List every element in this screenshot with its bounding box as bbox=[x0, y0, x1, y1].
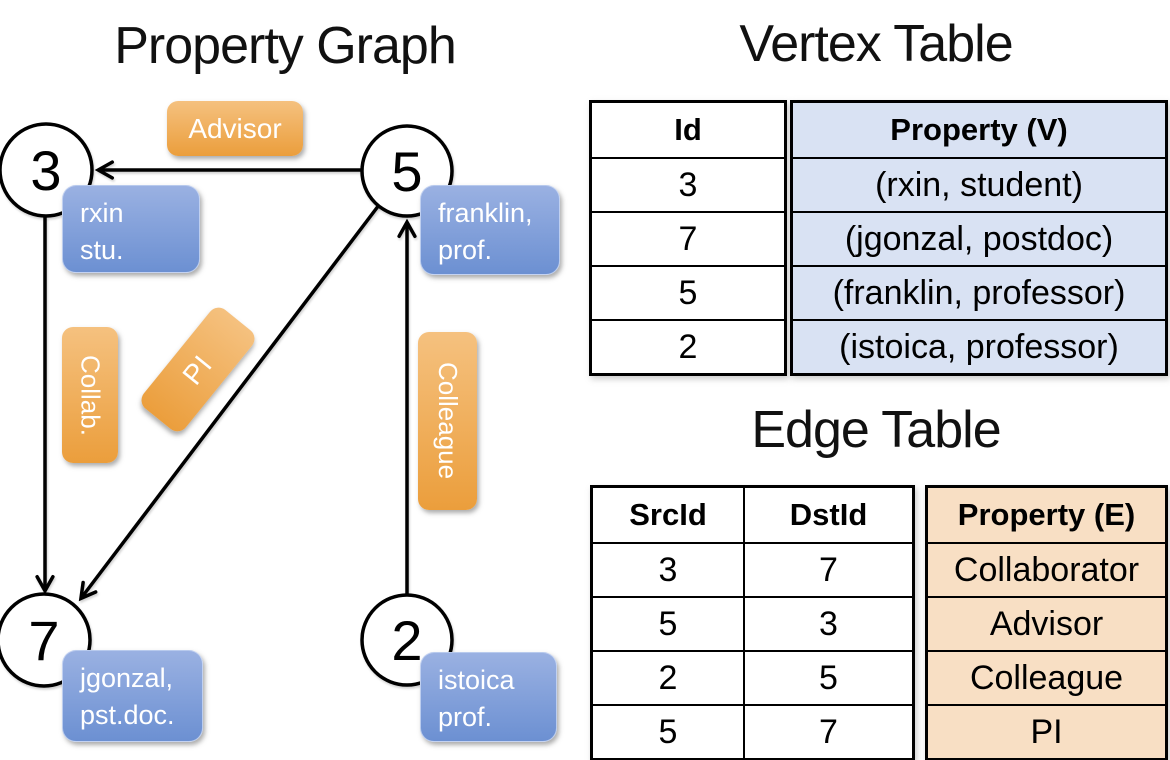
property-graph-title: Property Graph bbox=[114, 17, 457, 75]
table-cell: 3 bbox=[743, 596, 912, 650]
vertex-table-title: Vertex Table bbox=[739, 15, 1013, 73]
vertex-property-box-3: rxin stu. bbox=[62, 185, 200, 273]
table-cell: 5 bbox=[592, 265, 784, 319]
table-cell: 3 bbox=[593, 542, 743, 596]
table-cell: (istoica, professor) bbox=[793, 319, 1165, 373]
table-cell: Collaborator bbox=[928, 542, 1165, 596]
table-cell: Colleague bbox=[928, 650, 1165, 704]
edge-table-property-column: Property (E) Collaborator Advisor Collea… bbox=[925, 485, 1168, 760]
table-cell: 5 bbox=[593, 596, 743, 650]
edge-table-header-dstid: DstId bbox=[743, 488, 912, 542]
edge-arrow-pi-5-to-7 bbox=[78, 203, 381, 602]
table-cell: PI bbox=[928, 704, 1165, 758]
table-cell: 7 bbox=[592, 211, 784, 265]
table-cell: 3 bbox=[592, 157, 784, 211]
table-cell: (jgonzal, postdoc) bbox=[793, 211, 1165, 265]
vertex-id-7: 7 bbox=[28, 609, 59, 672]
table-cell: 5 bbox=[593, 704, 743, 758]
vertex-property-box-5: franklin, prof. bbox=[420, 185, 560, 275]
edge-table-header-srcid: SrcId bbox=[629, 497, 707, 532]
vertex-table-header-property: Property (V) bbox=[890, 112, 1068, 147]
table-cell: 5 bbox=[743, 650, 912, 704]
vertex-table-property-column: Property (V) (rxin, student) (jgonzal, p… bbox=[790, 100, 1168, 376]
table-cell: 2 bbox=[593, 650, 743, 704]
edge-table-src-dst-columns: SrcId DstId 3 7 5 3 2 5 5 7 bbox=[590, 485, 915, 760]
vertex-table-id-column: Id 3 7 5 2 bbox=[589, 100, 787, 376]
vertex-id-5: 5 bbox=[391, 140, 422, 203]
table-cell: 7 bbox=[743, 704, 912, 758]
vertex-property-box-2: istoica prof. bbox=[420, 652, 557, 742]
vertex-property-box-7: jgonzal, pst.doc. bbox=[62, 650, 203, 742]
edge-table-title: Edge Table bbox=[751, 401, 1001, 459]
edge-label-collab: Collab. bbox=[62, 327, 118, 463]
table-cell: 7 bbox=[743, 542, 912, 596]
vertex-table-header-id: Id bbox=[674, 112, 702, 147]
table-cell: Advisor bbox=[928, 596, 1165, 650]
table-cell: (rxin, student) bbox=[793, 157, 1165, 211]
edge-table-header-property: Property (E) bbox=[957, 497, 1136, 532]
vertex-id-2: 2 bbox=[391, 609, 422, 672]
edge-label-pi-text: PI bbox=[176, 348, 219, 391]
table-cell: 2 bbox=[592, 319, 784, 373]
table-cell: (franklin, professor) bbox=[793, 265, 1165, 319]
edge-label-advisor: Advisor bbox=[167, 101, 303, 156]
edge-label-colleague: Colleague bbox=[418, 332, 477, 510]
vertex-id-3: 3 bbox=[30, 139, 61, 202]
